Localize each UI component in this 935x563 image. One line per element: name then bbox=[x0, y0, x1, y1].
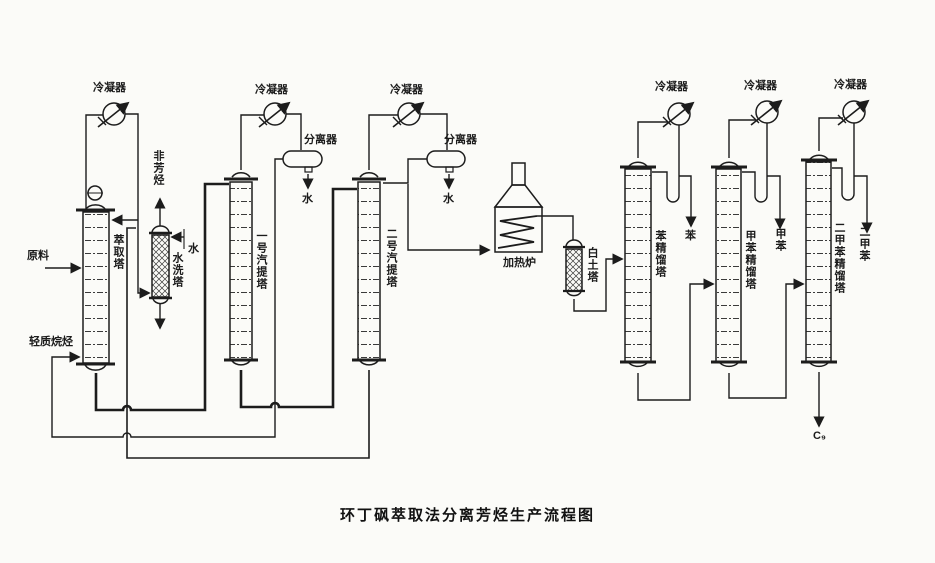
condenser-6 bbox=[837, 99, 870, 126]
condenser-4-label: 冷凝器 bbox=[655, 81, 688, 93]
condenser-1-label: 冷凝器 bbox=[93, 82, 126, 94]
pipe-condenser2-to-separator1 bbox=[286, 113, 302, 150]
pipe-toluene-overhead bbox=[728, 119, 756, 158]
stripper-2-tower bbox=[352, 172, 386, 366]
piping bbox=[45, 113, 873, 459]
xylene-product-label: 二甲苯 bbox=[858, 226, 870, 262]
stripper-1-label: 一号汽提塔 bbox=[255, 230, 267, 290]
benzene-tower-label: 苯精馏塔 bbox=[654, 230, 666, 278]
separator-1-water-label: 水 bbox=[302, 193, 313, 205]
xylene-tower bbox=[801, 154, 837, 368]
condenser-6-label: 冷凝器 bbox=[834, 79, 867, 91]
clay-tower-label: 白土塔 bbox=[586, 247, 598, 283]
benzene-product-label: 苯 bbox=[685, 230, 696, 242]
pipe-extractor-overhead bbox=[85, 114, 103, 210]
separator-1 bbox=[282, 150, 323, 173]
condenser-5 bbox=[750, 99, 783, 126]
wash-water-label: 水 bbox=[188, 243, 199, 255]
separator-2 bbox=[426, 150, 466, 173]
pipe-condenser3-to-separator2 bbox=[420, 113, 448, 150]
heating-furnace bbox=[493, 162, 544, 253]
condenser-5-label: 冷凝器 bbox=[744, 80, 777, 92]
pipe-benzene-product bbox=[679, 175, 697, 228]
separator-1-label: 分离器 bbox=[304, 134, 337, 146]
stripper-1-tower bbox=[224, 172, 258, 366]
pipe-xylene-reflux-loop bbox=[832, 167, 855, 201]
pipe-xylene-overhead bbox=[818, 117, 843, 151]
condenser-3-label: 冷凝器 bbox=[390, 84, 423, 96]
benzene-tower bbox=[620, 161, 656, 368]
feed-label: 原料 bbox=[27, 250, 49, 262]
toluene-product-label: 甲苯 bbox=[774, 228, 786, 252]
non-aromatics-label: 非芳烃 bbox=[152, 150, 164, 186]
condenser-2-label: 冷凝器 bbox=[255, 84, 288, 96]
light-paraffins-label: 轻质烷烃 bbox=[29, 336, 73, 348]
pipe-lean-solvent-recycle bbox=[126, 227, 370, 459]
xylene-tower-label: 二甲苯精馏塔 bbox=[833, 222, 845, 294]
pipe-toluene-reflux-loop bbox=[742, 171, 768, 203]
clay-tower bbox=[563, 239, 585, 297]
toluene-tower bbox=[711, 161, 747, 368]
separator-2-water-label: 水 bbox=[443, 193, 454, 205]
c9-product-label: C₉ bbox=[813, 430, 826, 442]
pipe-separator2-reflux bbox=[383, 158, 427, 184]
pipe-benzene-bottoms-to-toluene bbox=[637, 278, 715, 401]
pipe-claytower-to-benzene-column bbox=[573, 253, 624, 312]
condenser-4 bbox=[662, 101, 695, 128]
extraction-tower bbox=[76, 185, 115, 371]
water-wash-tower bbox=[149, 225, 172, 305]
furnace-stack bbox=[511, 162, 526, 186]
pipe-toluene-product bbox=[767, 175, 786, 230]
pipe-condenser1-to-washtower bbox=[125, 113, 151, 299]
furnace-coil bbox=[497, 215, 538, 249]
pipe-xylene-product bbox=[854, 175, 873, 234]
pipe-stripper2-overhead bbox=[368, 114, 398, 170]
diagram-caption: 环丁砜萃取法分离芳烃生产流程图 bbox=[339, 508, 595, 524]
pipe-stripper1-overhead bbox=[240, 114, 264, 170]
pipe-benzene-reflux-loop bbox=[652, 171, 680, 203]
heating-furnace-label: 加热炉 bbox=[503, 257, 536, 269]
water-wash-tower-label: 水洗塔 bbox=[171, 252, 183, 288]
pipe-furnace-to-claytower bbox=[537, 215, 574, 240]
pipe-stripper1-bottoms-to-stripper2 bbox=[239, 187, 357, 409]
stripper-2-label: 二号汽提塔 bbox=[385, 228, 397, 288]
extraction-tower-label: 萃取塔 bbox=[112, 234, 124, 270]
separator-2-label: 分离器 bbox=[444, 134, 477, 146]
pipe-toluene-bottoms-to-xylene bbox=[728, 278, 805, 399]
pipe-benzene-overhead bbox=[637, 121, 668, 158]
toluene-tower-label: 甲苯精馏塔 bbox=[744, 230, 756, 290]
pipe-furnace-feed bbox=[407, 184, 491, 256]
